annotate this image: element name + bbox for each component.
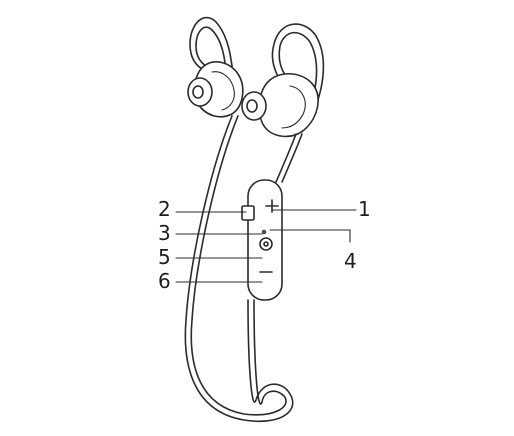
left-ear-hook — [189, 16, 237, 99]
callout-1: 1 — [358, 197, 371, 221]
callout-6: 6 — [158, 269, 171, 293]
right-ear-hook — [271, 23, 325, 119]
left-cable-outer — [184, 115, 294, 422]
left-ear-hook-inner — [195, 26, 229, 99]
right-ear-tip-inner — [246, 99, 258, 113]
callout-3: 3 — [158, 221, 171, 245]
leader-line-4 — [269, 229, 351, 243]
remote-clip — [241, 205, 255, 221]
right-earbud-detail — [281, 85, 306, 129]
right-cable-upper-2 — [281, 133, 303, 183]
multifunction-button-center — [263, 241, 269, 247]
multifunction-button — [259, 237, 273, 251]
left-earbud-detail — [211, 71, 235, 111]
callout-4: 4 — [344, 249, 357, 273]
left-ear-tip-inner — [192, 85, 204, 99]
microphone-hole — [261, 229, 267, 235]
right-cable-upper — [275, 133, 297, 183]
callout-5: 5 — [158, 245, 171, 269]
callout-2: 2 — [158, 197, 171, 221]
left-cable-inner — [190, 115, 287, 416]
